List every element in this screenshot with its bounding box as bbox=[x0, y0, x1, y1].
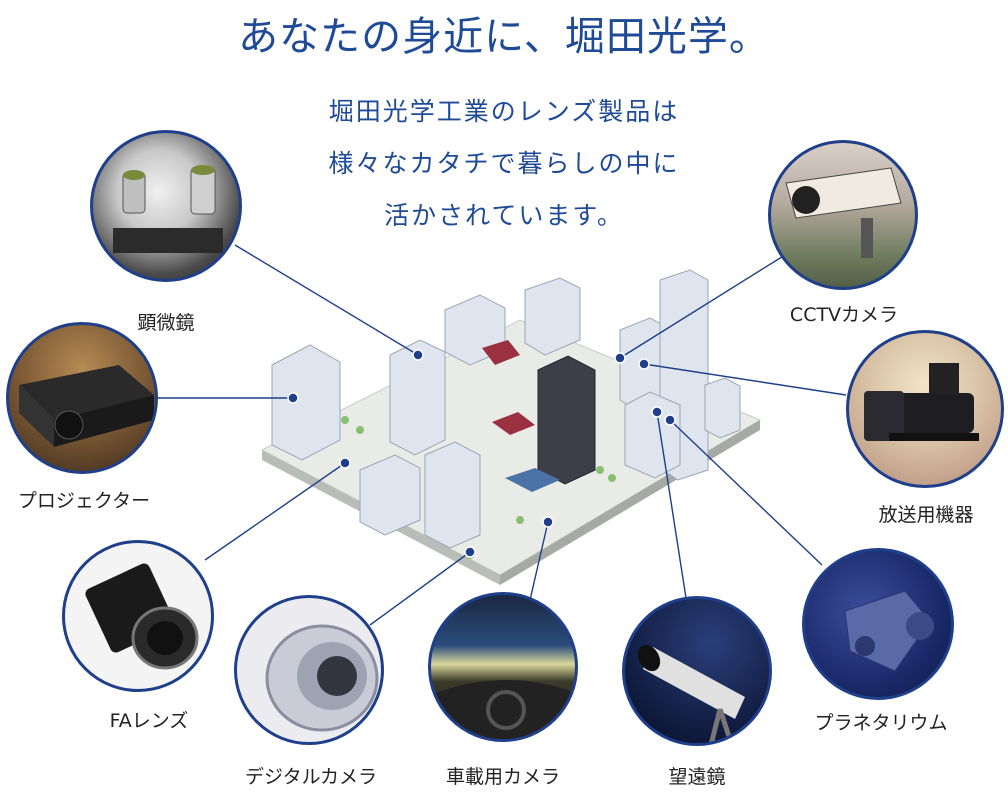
label-projector: プロジェクター bbox=[17, 490, 151, 512]
cctv-camera-icon bbox=[785, 167, 902, 258]
label-planetarium: プラネタリウム bbox=[814, 712, 948, 734]
planetarium-photo bbox=[802, 548, 954, 700]
broadcast-camera-icon bbox=[864, 363, 979, 441]
microscope-photo bbox=[90, 130, 242, 282]
car-camera-photo bbox=[428, 592, 578, 742]
label-car-camera: 車載用カメラ bbox=[445, 766, 560, 788]
telescope-photo bbox=[622, 596, 772, 746]
projector-photo bbox=[6, 322, 158, 474]
leader-dots bbox=[287, 349, 676, 558]
digital-camera-icon bbox=[265, 624, 379, 732]
intro-line: 活かされています。 bbox=[384, 201, 624, 230]
label-broadcast: 放送用機器 bbox=[878, 504, 974, 526]
car-camera-icon bbox=[431, 680, 575, 739]
intro-line: 様々なカタチで暮らしの中に bbox=[328, 149, 680, 178]
page-title: あなたの身近に、堀田光学。 bbox=[238, 14, 770, 60]
label-microscope: 顕微鏡 bbox=[137, 312, 195, 334]
intro-text: 堀田光学工業のレンズ製品は 様々なカタチで暮らしの中に 活かされています。 bbox=[254, 86, 754, 242]
broadcast-photo bbox=[846, 330, 1004, 488]
projector-icon bbox=[19, 365, 154, 447]
label-digital-camera: デジタルカメラ bbox=[244, 766, 378, 788]
telescope-icon bbox=[637, 644, 745, 743]
fa-lens-photo bbox=[62, 540, 214, 692]
city-illustration bbox=[260, 269, 762, 585]
digital-camera-photo bbox=[234, 595, 384, 745]
leader-lines bbox=[158, 244, 847, 626]
label-fa-lens: FAレンズ bbox=[109, 710, 189, 732]
intro-line: 堀田光学工業のレンズ製品は bbox=[328, 97, 680, 126]
label-cctv: CCTVカメラ bbox=[789, 304, 899, 326]
microscope-icon bbox=[113, 165, 223, 253]
fa-lens-icon bbox=[85, 563, 199, 670]
planetarium-icon bbox=[844, 590, 934, 672]
cctv-photo bbox=[768, 140, 918, 290]
label-telescope: 望遠鏡 bbox=[668, 766, 726, 788]
